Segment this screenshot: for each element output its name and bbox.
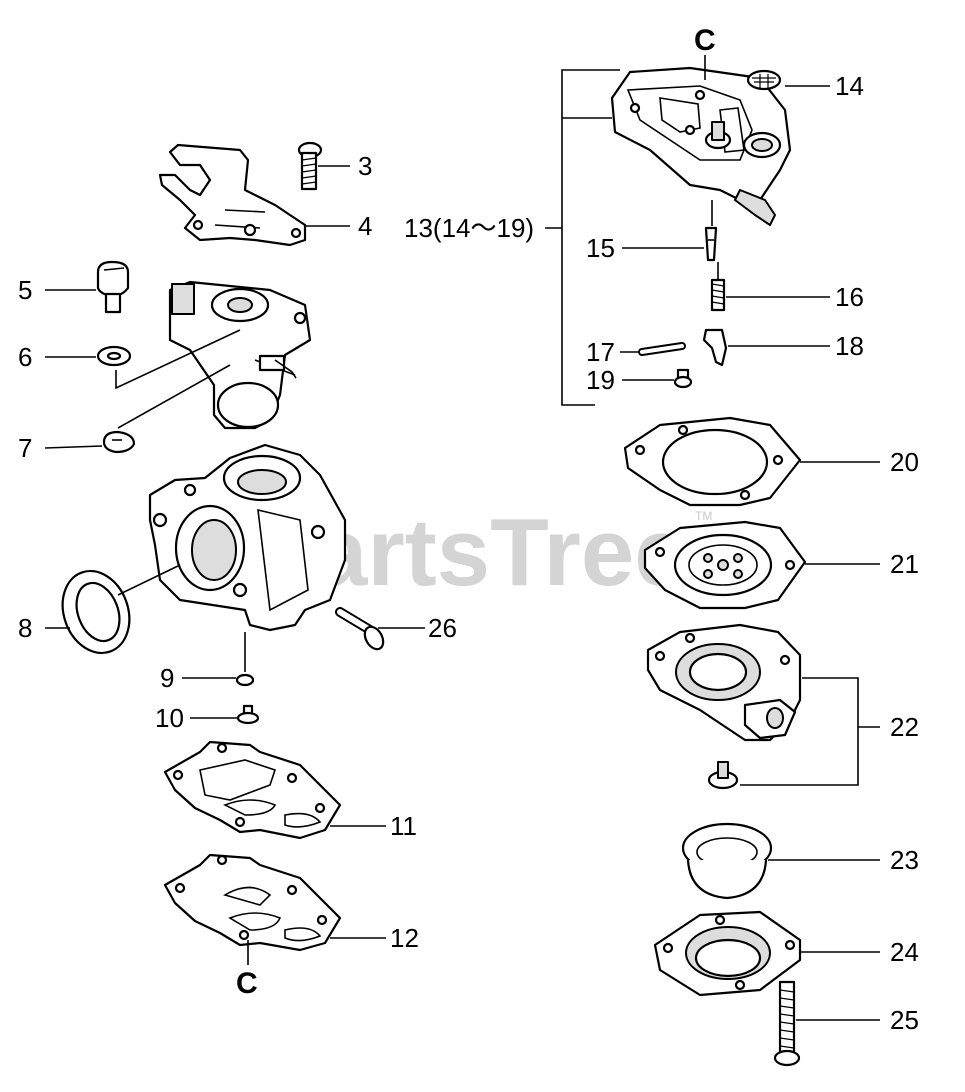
label-part-4: 4: [358, 211, 372, 241]
part-6-washer: [96, 345, 132, 367]
label-connector-c-top: C: [694, 24, 716, 57]
label-part-16: 16: [835, 282, 864, 312]
carburetor-body: [148, 443, 347, 632]
label-part-15: 15: [586, 233, 615, 263]
part-25-long-screw: [773, 980, 801, 1067]
leader-6-body: [115, 329, 241, 390]
label-part-23: 23: [890, 845, 919, 875]
part-22-metering-body: [646, 623, 802, 742]
label-part-25: 25: [890, 1005, 919, 1035]
label-part-18: 18: [835, 331, 864, 361]
part-14-screen: [746, 69, 782, 91]
label-part-22: 22: [890, 712, 919, 742]
label-part-21: 21: [890, 549, 919, 579]
label-part-20: 20: [890, 447, 919, 477]
throttle-body: [168, 280, 312, 430]
label-part-12: 12: [390, 923, 419, 953]
part-15-needle: [704, 200, 718, 262]
part-21-diaphragm: [643, 520, 807, 610]
part-9-o-ring: [235, 673, 255, 687]
part-18-lever: [702, 328, 728, 367]
part-12-gasket: [163, 853, 342, 952]
part-8-seal-ring: [61, 569, 131, 655]
part-23-primer-bulb: [681, 822, 773, 900]
part-5-adjusting-screw: [96, 260, 130, 314]
leader-7-body: [117, 364, 231, 429]
leader-8-body: [117, 564, 181, 596]
label-part-26: 26: [428, 613, 457, 643]
part-7-e-clip: [102, 430, 136, 454]
label-part-7: 7: [18, 433, 32, 463]
part-17-pin: [638, 342, 686, 356]
label-part-24: 24: [890, 937, 919, 967]
part-19-screw: [673, 368, 693, 389]
part-10-screw: [236, 704, 260, 725]
label-part-9: 9: [160, 663, 174, 693]
label-part-6: 6: [18, 342, 32, 372]
part-16-spring: [710, 262, 726, 312]
part-24-primer-cover: [653, 910, 802, 997]
label-part-13: 13(14～19): [404, 213, 534, 243]
leader-lines: [44, 55, 880, 1021]
label-connector-c-bottom: C: [236, 967, 258, 1000]
label-part-3: 3: [358, 151, 372, 181]
label-part-10: 10: [155, 703, 184, 733]
part-3-screw: [297, 141, 323, 191]
label-part-5: 5: [18, 275, 32, 305]
watermark-trademark: TM: [695, 509, 712, 523]
part-13-pump-body: [610, 66, 792, 226]
part-11-gasket: [163, 740, 342, 840]
part-20-gasket: [623, 416, 802, 507]
label-part-11: 11: [390, 811, 417, 841]
part-4-throttle-plate: [158, 143, 307, 247]
label-part-19: 19: [586, 365, 615, 395]
part-22-valve: [707, 761, 739, 790]
label-part-17: 17: [586, 337, 615, 367]
label-part-8: 8: [18, 613, 32, 643]
label-part-14: 14: [835, 71, 864, 101]
part-26-bolt: [335, 607, 385, 651]
